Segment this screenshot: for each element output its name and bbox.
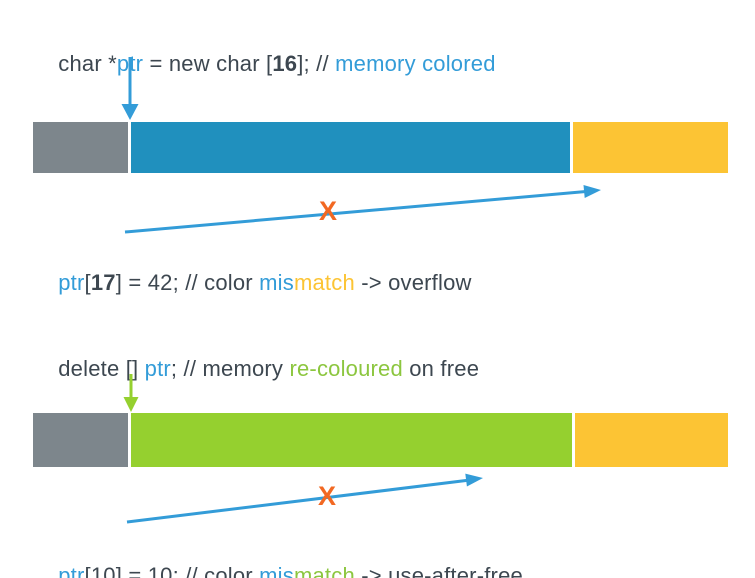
alloc-size: 16 <box>272 51 298 76</box>
overflow-index: 17 <box>90 270 116 295</box>
memory-bar-freed <box>33 413 728 467</box>
memory-segment-adjacent-gray <box>33 122 128 173</box>
alloc-code-line: char *ptr = new char [16]; // memory col… <box>33 22 496 106</box>
recolour-comment: re-coloured <box>289 356 403 381</box>
memory-segment-freed-green <box>131 413 572 467</box>
mismatch-match: match <box>293 270 355 295</box>
memory-segment-adjacent-yellow <box>573 122 728 173</box>
overflow-code-line: ptr[17] = 42; // color mismatch -> overf… <box>33 241 472 325</box>
code-text: on free <box>402 356 480 381</box>
code-text: -> overflow <box>354 270 472 295</box>
code-text: [10] = 10; // color <box>84 563 260 578</box>
mismatch-match: match <box>293 563 355 578</box>
mismatch-mis: mis <box>259 563 294 578</box>
memory-segment-allocated-blue <box>131 122 570 173</box>
memory-bar-allocated <box>33 122 728 173</box>
code-text: ] = 42; // color <box>115 270 260 295</box>
uaf-blocked-x-icon: X <box>317 480 337 511</box>
code-text: delete [] <box>58 356 145 381</box>
ptr-token: ptr <box>144 356 171 381</box>
alloc-comment: memory colored <box>335 51 496 76</box>
memory-segment-adjacent-yellow <box>575 413 728 467</box>
uaf-access-arrow-icon <box>126 473 483 524</box>
code-text: -> use-after-free <box>354 563 523 578</box>
ptr-token: ptr <box>58 270 85 295</box>
overflow-access-arrow-icon <box>124 185 601 234</box>
ptr-token: ptr <box>58 563 85 578</box>
code-text: char * <box>58 51 117 76</box>
memory-segment-adjacent-gray <box>33 413 128 467</box>
mismatch-mis: mis <box>259 270 294 295</box>
code-text: ; // memory <box>170 356 290 381</box>
free-code-line: delete [] ptr; // memory re-coloured on … <box>33 327 479 411</box>
overflow-blocked-x-icon: X <box>318 195 338 226</box>
uaf-code-line: ptr[10] = 10; // color mismatch -> use-a… <box>33 534 523 578</box>
ptr-token: ptr <box>116 51 144 76</box>
code-text: = new char [ <box>143 51 273 76</box>
code-text: [ <box>84 270 91 295</box>
code-text: ]; // <box>297 51 336 76</box>
